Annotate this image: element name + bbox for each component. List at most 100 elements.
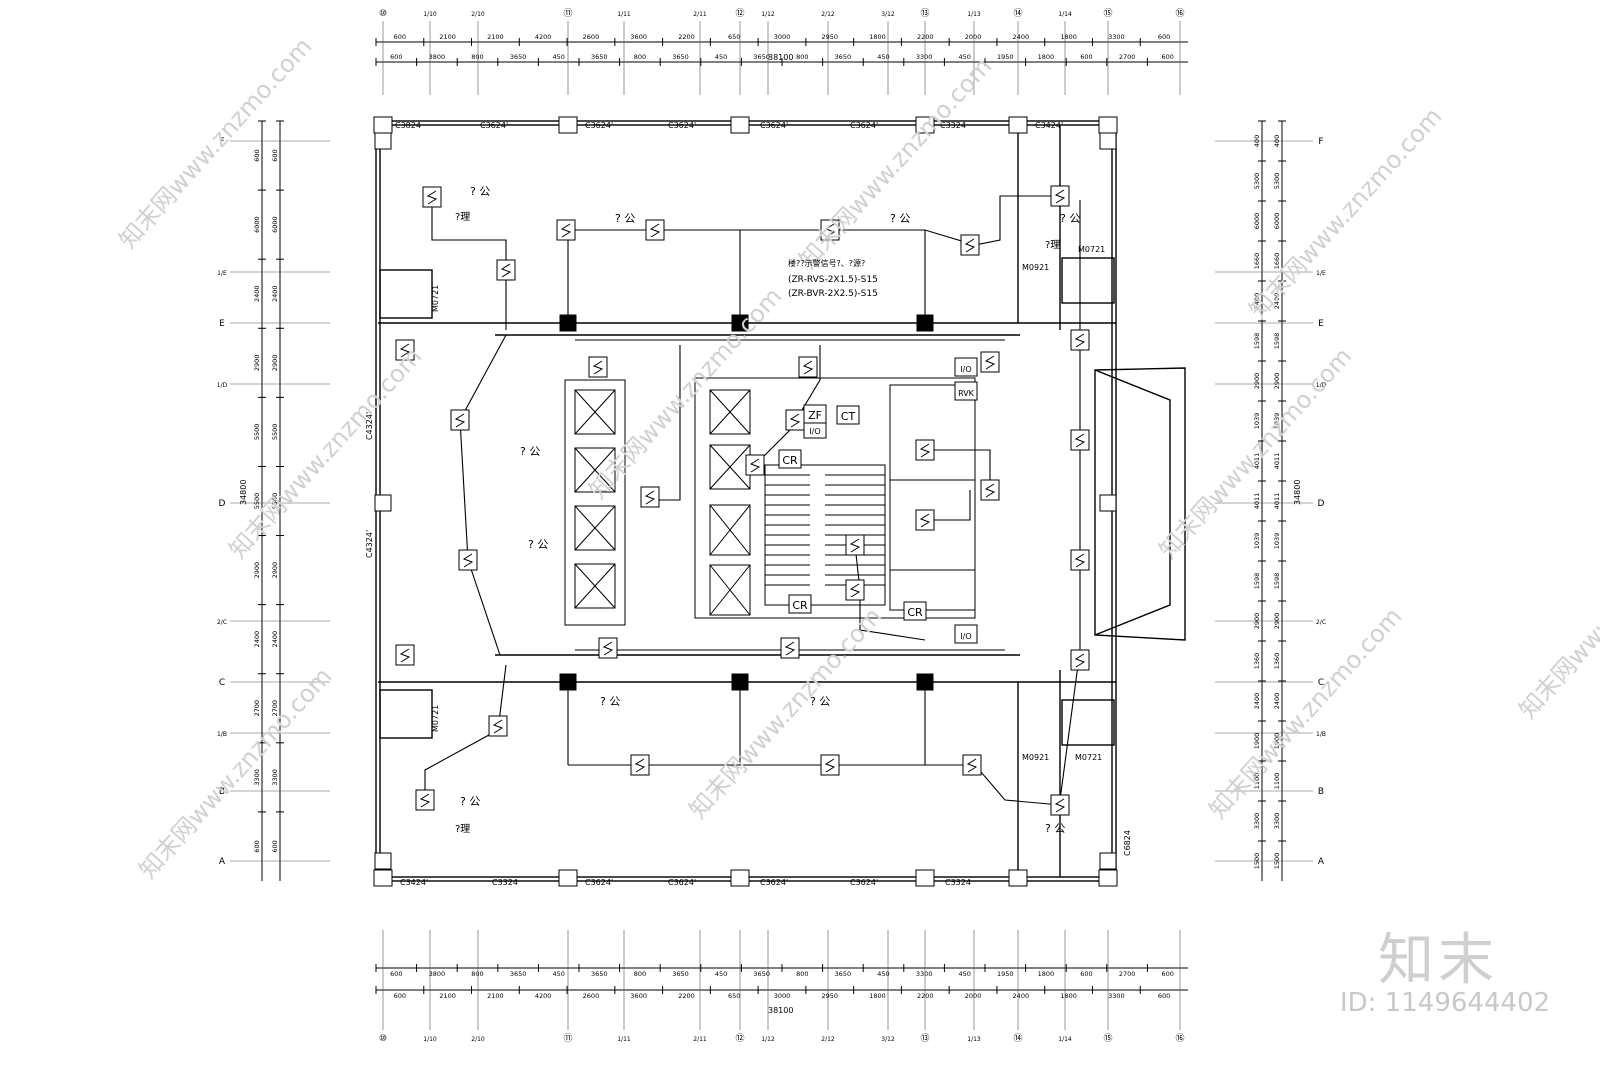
dim-value: 600 [253, 149, 261, 161]
filled-column [559, 673, 577, 691]
dim-value: 1039 [1273, 533, 1281, 550]
right-terrace [1094, 367, 1186, 641]
dim-value: 2100 [439, 992, 456, 1000]
axis-bubble-top [1172, 5, 1188, 21]
dim-value: 4200 [535, 992, 552, 1000]
wiring-run [925, 449, 991, 490]
dim-value: 5300 [1273, 173, 1281, 190]
smoke-detector-glyph [644, 490, 656, 505]
axis-label-left: B [219, 787, 225, 797]
elevator-cross [574, 505, 616, 551]
axis-label-bottom: ⑯ [1175, 1033, 1184, 1044]
dim-value: 650 [728, 992, 740, 1000]
dim-value: 1360 [1253, 653, 1261, 670]
smoke-detector-glyph [1074, 653, 1086, 668]
wiring-run [1059, 200, 1081, 801]
perimeter-column [374, 852, 392, 870]
dim-value: 2100 [487, 992, 504, 1000]
axis-label-top: ⑬ [920, 8, 929, 19]
dim-value: 1598 [1273, 333, 1281, 350]
dim-value: 1100 [1273, 773, 1281, 790]
dim-value: 5500 [253, 493, 261, 510]
axis-bubble-right [1313, 376, 1329, 392]
dim-value: 600 [271, 840, 279, 852]
door-label: M0921 [1022, 753, 1049, 762]
dim-value: 2200 [678, 992, 695, 1000]
axis-label-left: 2/C [217, 619, 227, 626]
smoke-detector-glyph [784, 641, 796, 656]
axis-label-bottom: 1/11 [617, 1036, 631, 1043]
perimeter-column [1099, 494, 1117, 512]
filled-column [731, 673, 749, 691]
dim-value: 600 [394, 33, 406, 41]
dim-value: 450 [552, 53, 564, 61]
dim-value: 6000 [253, 216, 261, 233]
smoke-detector-glyph [964, 238, 976, 253]
dim-value: 1598 [1253, 333, 1261, 350]
wiring-run [854, 544, 926, 641]
dim-value: 450 [715, 970, 727, 978]
right-terrace-inner [1094, 369, 1171, 636]
axis-bubble-left [214, 783, 230, 799]
axis-bubble-top [692, 5, 708, 21]
axis-bubble-top [820, 5, 836, 21]
axis-label-left: 1/B [217, 731, 227, 738]
dim-value: 2400 [271, 285, 279, 302]
smoke-detector-glyph [500, 263, 512, 278]
axis-label-top: ⑫ [735, 8, 744, 19]
dim-value: 5500 [253, 424, 261, 441]
axis-bubble-right [1313, 613, 1329, 629]
smoke-detector-glyph [984, 483, 996, 498]
axis-label-bottom: 3/12 [881, 1036, 895, 1043]
module-box-icon [954, 381, 978, 401]
axis-bubble-right [1313, 315, 1329, 331]
dim-value: 3600 [630, 992, 647, 1000]
watermark-text: 知末网www.znzmo.com [114, 32, 318, 254]
smoke-detector-glyph [592, 360, 604, 375]
perimeter-column [374, 494, 392, 512]
axis-bubble-right [1313, 674, 1329, 690]
dim-value: 2400 [253, 285, 261, 302]
dim-value: 600 [1080, 970, 1092, 978]
smoke-detector-glyph [919, 443, 931, 458]
dim-value: 600 [271, 149, 279, 161]
smoke-detector-glyph [789, 413, 801, 428]
axis-bubble-right [1313, 725, 1329, 741]
dim-value: 3650 [835, 970, 852, 978]
room-label: ? 公 [528, 538, 548, 551]
axis-bubble-top [375, 5, 391, 21]
axis-label-right: 2/C [1316, 619, 1326, 626]
dim-value: 1039 [1253, 413, 1261, 430]
dim-value: 3300 [271, 769, 279, 786]
module-code: CR [792, 599, 808, 612]
elevator-car [574, 563, 616, 609]
dim-value: 4011 [1273, 453, 1281, 470]
wiring-run [650, 345, 681, 501]
axis-label-left: 1/E [217, 270, 227, 277]
axis-label-top: ⑮ [1103, 8, 1112, 19]
axis-bubble-left [214, 315, 230, 331]
dim-value: 800 [471, 970, 483, 978]
dim-value: 800 [471, 53, 483, 61]
door-label: M0721 [431, 285, 440, 312]
dim-value: 3650 [753, 53, 770, 61]
smoke-detector-glyph [1054, 189, 1066, 204]
axis-label-right: 1/B [1316, 731, 1326, 738]
dim-value: 3650 [672, 970, 689, 978]
dim-value: 3300 [916, 970, 933, 978]
perimeter-column [1008, 869, 1028, 887]
axis-label-right: B [1318, 787, 1324, 797]
axis-bubble-top [1010, 5, 1026, 21]
dim-value: 2600 [583, 992, 600, 1000]
axis-label-bottom: 1/13 [967, 1036, 981, 1043]
dim-value: 3000 [774, 992, 791, 1000]
axis-label-right: D [1318, 499, 1325, 509]
axis-bubble-top [917, 5, 933, 21]
dim-value: 2600 [583, 33, 600, 41]
axis-label-top: ⑭ [1013, 8, 1022, 19]
wiring-run [925, 490, 971, 521]
room-label: ? 公 [460, 795, 480, 808]
dim-value: 1800 [1038, 970, 1055, 978]
dim-value: 2900 [1253, 373, 1261, 390]
